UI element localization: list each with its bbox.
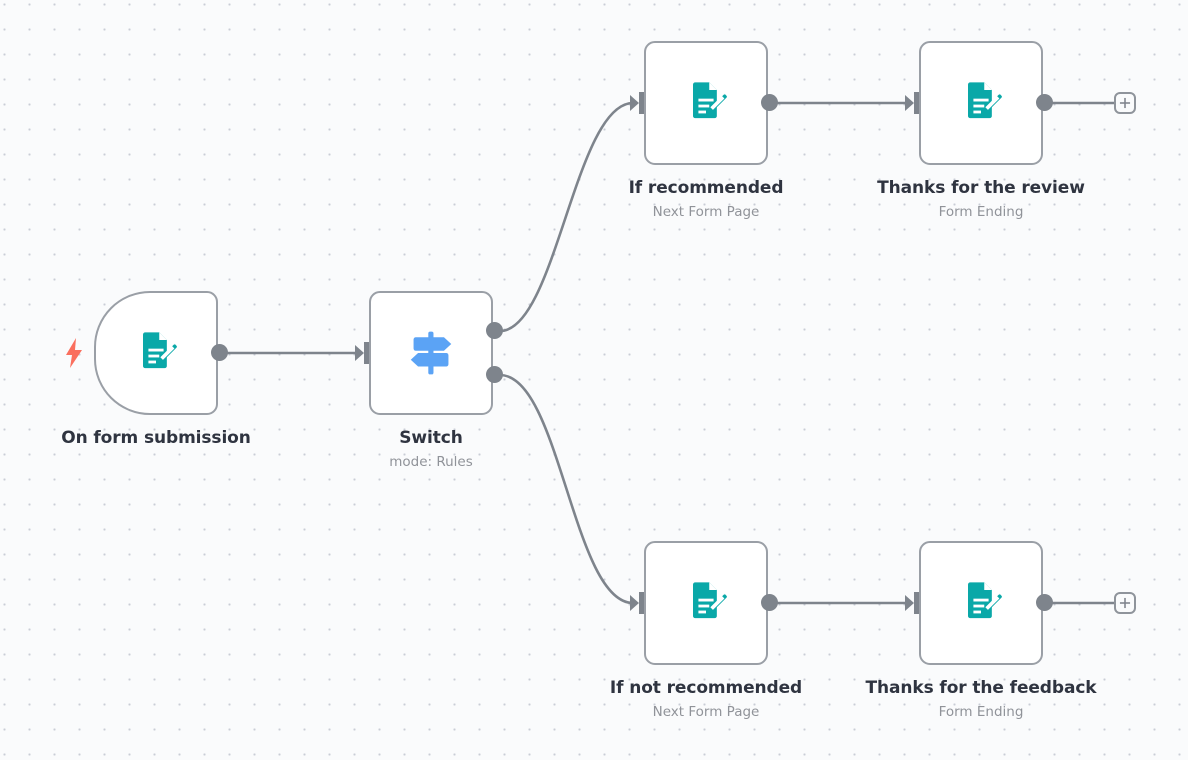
output-port-thanks-for-the-feedback[interactable] — [1036, 594, 1053, 611]
node-if-not-recommended[interactable] — [644, 541, 768, 665]
input-port-if-not-recommended[interactable] — [630, 592, 648, 614]
node-label-thanks-for-the-review: Thanks for the review Form Ending — [821, 178, 1141, 221]
node-label-on-form-submission: On form submission — [0, 428, 316, 448]
form-document-pencil-icon — [968, 82, 1002, 119]
plus-icon — [1119, 597, 1131, 609]
node-title: Switch — [399, 428, 463, 448]
node-title: Thanks for the feedback — [865, 678, 1097, 698]
node-label-if-recommended: If recommended Next Form Page — [546, 178, 866, 221]
node-title: Thanks for the review — [877, 178, 1085, 198]
signpost-switch-icon — [410, 331, 452, 375]
add-node-button-top[interactable] — [1114, 92, 1136, 114]
output-port-if-recommended[interactable] — [761, 94, 778, 111]
output-port-on-form-submission[interactable] — [211, 344, 228, 361]
node-subtitle: Form Ending — [938, 704, 1024, 720]
add-node-button-bottom[interactable] — [1114, 592, 1136, 614]
edge-switch-to-ifrecommended — [499, 101, 634, 333]
node-subtitle: mode: Rules — [389, 454, 473, 470]
output-port-switch-1[interactable] — [486, 366, 503, 383]
node-if-recommended[interactable] — [644, 41, 768, 165]
input-port-switch[interactable] — [355, 342, 373, 364]
node-thanks-for-the-feedback[interactable] — [919, 541, 1043, 665]
node-title: On form submission — [61, 428, 251, 448]
node-subtitle: Next Form Page — [652, 204, 760, 220]
node-subtitle: Next Form Page — [652, 704, 760, 720]
node-thanks-for-the-review[interactable] — [919, 41, 1043, 165]
input-port-if-recommended[interactable] — [630, 92, 648, 114]
node-title: If recommended — [628, 178, 784, 198]
form-document-pencil-icon — [968, 582, 1002, 619]
node-switch[interactable] — [369, 291, 493, 415]
output-port-if-not-recommended[interactable] — [761, 594, 778, 611]
form-document-pencil-icon — [693, 582, 727, 619]
node-title: If not recommended — [609, 678, 803, 698]
edge-switch-to-ifnotrecommended — [499, 373, 634, 605]
plus-icon — [1119, 97, 1131, 109]
trigger-lightning-bolt-icon — [63, 338, 85, 368]
output-port-thanks-for-the-review[interactable] — [1036, 94, 1053, 111]
node-label-if-not-recommended: If not recommended Next Form Page — [546, 678, 866, 721]
form-document-pencil-icon — [143, 332, 177, 369]
form-document-pencil-icon — [693, 82, 727, 119]
node-subtitle: Form Ending — [938, 204, 1024, 220]
input-port-thanks-for-the-feedback[interactable] — [905, 592, 923, 614]
input-port-thanks-for-the-review[interactable] — [905, 92, 923, 114]
output-port-switch-0[interactable] — [486, 322, 503, 339]
node-label-thanks-for-the-feedback: Thanks for the feedback Form Ending — [821, 678, 1141, 721]
node-on-form-submission[interactable] — [94, 291, 218, 415]
node-label-switch: Switch mode: Rules — [271, 428, 591, 471]
